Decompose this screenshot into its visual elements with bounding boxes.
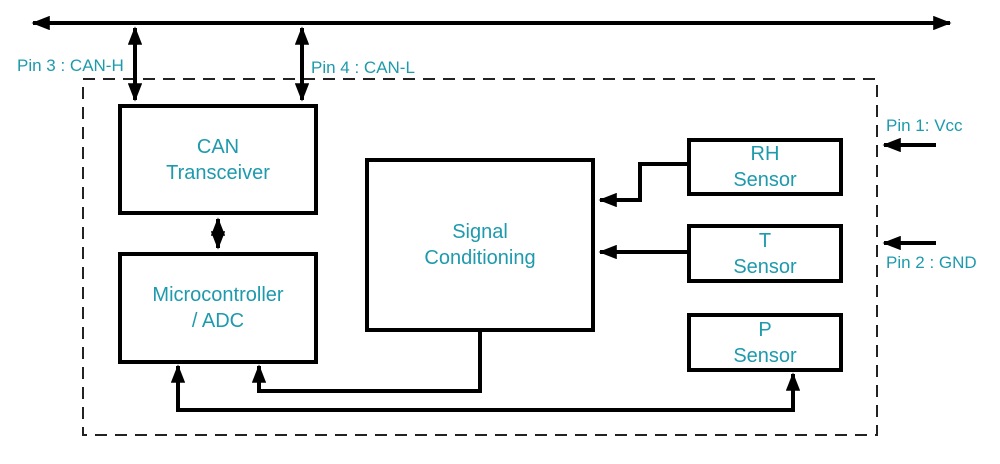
block-signal-conditioning: Signal Conditioning [365,158,595,332]
microcontroller-adc-label: Microcontroller / ADC [152,284,284,332]
block-p-sensor: P Sensor [687,313,843,372]
microcontroller-p-sensor-arrow [170,364,801,412]
module-boundary-dashed-box [82,78,878,436]
pin1-vcc-label: Pin 1: Vcc [886,116,963,135]
rh-sensor-to-signal-conditioning-arrow [598,162,687,208]
block-t-sensor: T Sensor [687,224,843,283]
t-sensor-label: T Sensor [733,229,797,278]
pin4-can-l-label: Pin 4 : CAN-L [311,58,415,77]
signal-conditioning-label: Signal Conditioning [424,221,536,269]
p-sensor-label: P Sensor [733,318,797,367]
can-transceiver-label: CAN Transceiver [166,135,270,184]
block-microcontroller-adc: Microcontroller / ADC [118,252,318,364]
rh-sensor-label: RH Sensor [733,143,797,191]
block-rh-sensor: RH Sensor [687,138,843,196]
pin3-can-h-label: Pin 3 : CAN-H [17,56,124,75]
block-can-transceiver: CAN Transceiver [118,104,318,215]
pin2-gnd-label: Pin 2 : GND [886,253,977,272]
